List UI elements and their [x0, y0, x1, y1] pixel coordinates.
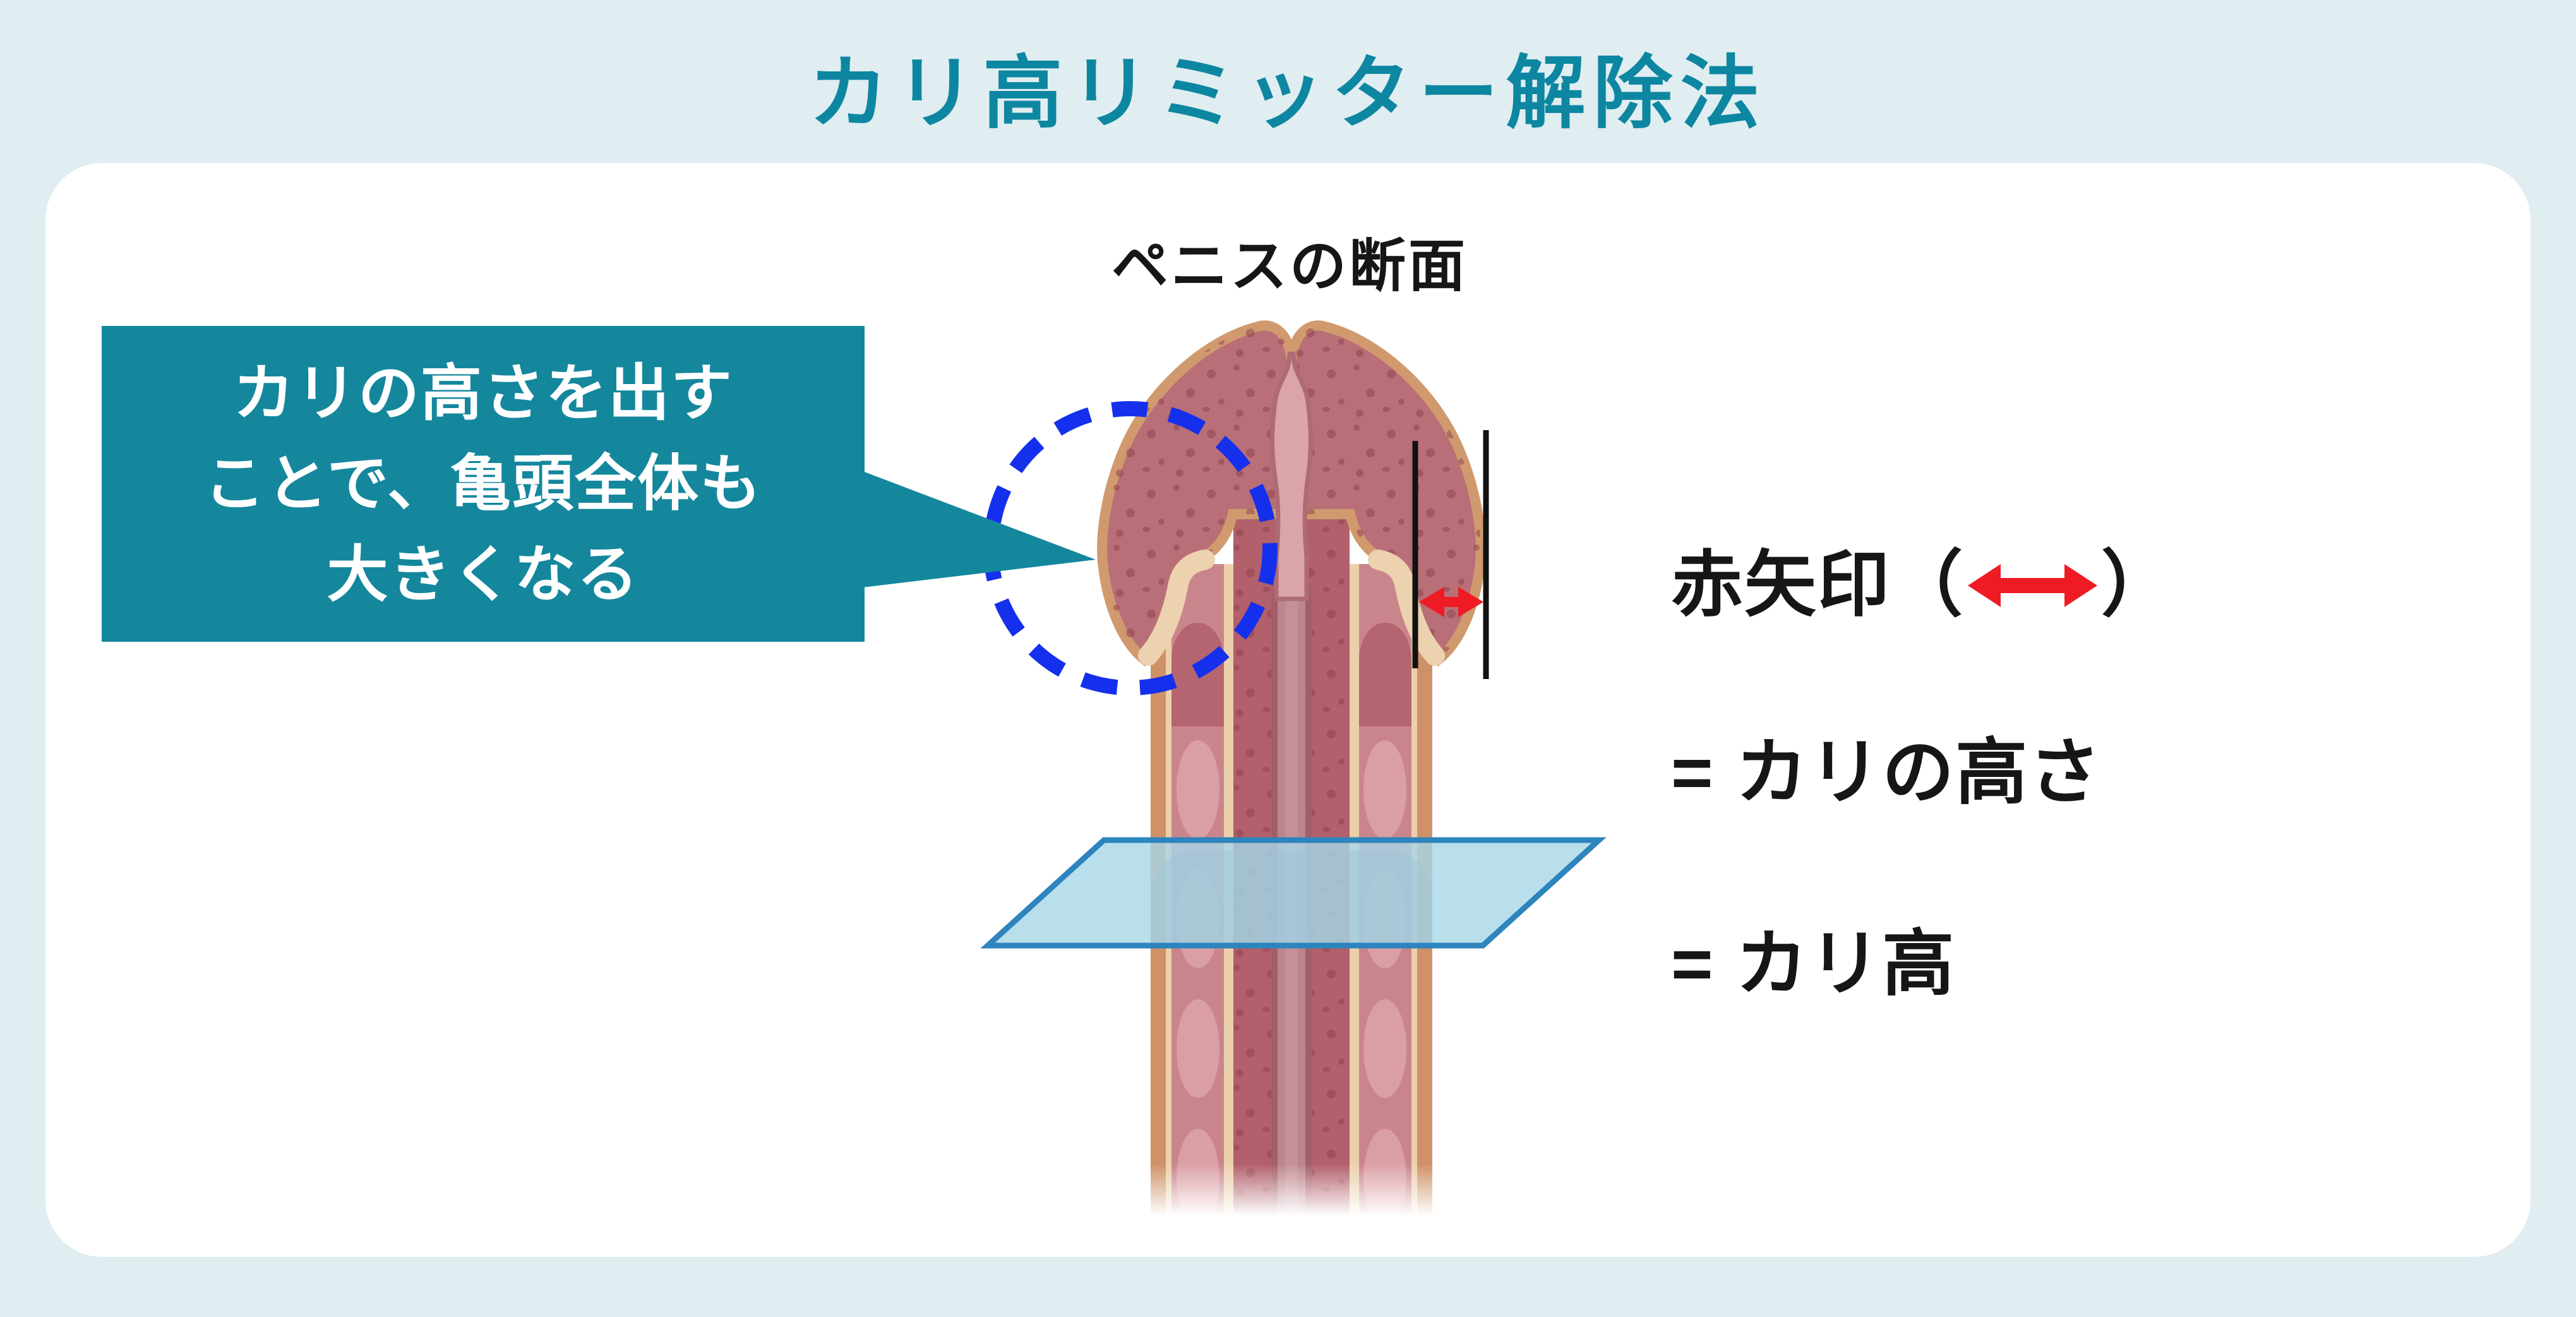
legend-equals-karitaka: = カリ高 — [1671, 924, 1956, 1004]
cross-section-plane — [980, 837, 1607, 949]
kari-height-measurement — [1412, 430, 1489, 679]
urethra-canal — [1270, 351, 1313, 601]
red-measure-arrow-icon — [1419, 587, 1483, 617]
red-double-arrow-icon — [1968, 564, 2098, 608]
callout-box: カリの高さを出す ことで、亀頭全体も 大きくなる — [102, 326, 865, 642]
page-title: カリ高リミッター解除法 — [808, 49, 1768, 138]
legend-red-arrow-suffix: ） — [2101, 545, 2175, 625]
legend-red-arrow-line: 赤矢印（ ） — [1671, 541, 2174, 631]
glans-illustration — [1102, 325, 1481, 666]
callout-text: カリの高さを出す ことで、亀頭全体も 大きくなる — [203, 358, 763, 609]
section-label: ペニスの断面 — [1111, 235, 1468, 298]
shaft-fadeout — [1124, 1164, 1459, 1230]
legend-red-arrow-prefix: 赤矢印（ — [1671, 545, 1965, 625]
callout-pointer — [863, 471, 1096, 587]
legend-equals-height: = カリの高さ — [1671, 733, 2102, 813]
